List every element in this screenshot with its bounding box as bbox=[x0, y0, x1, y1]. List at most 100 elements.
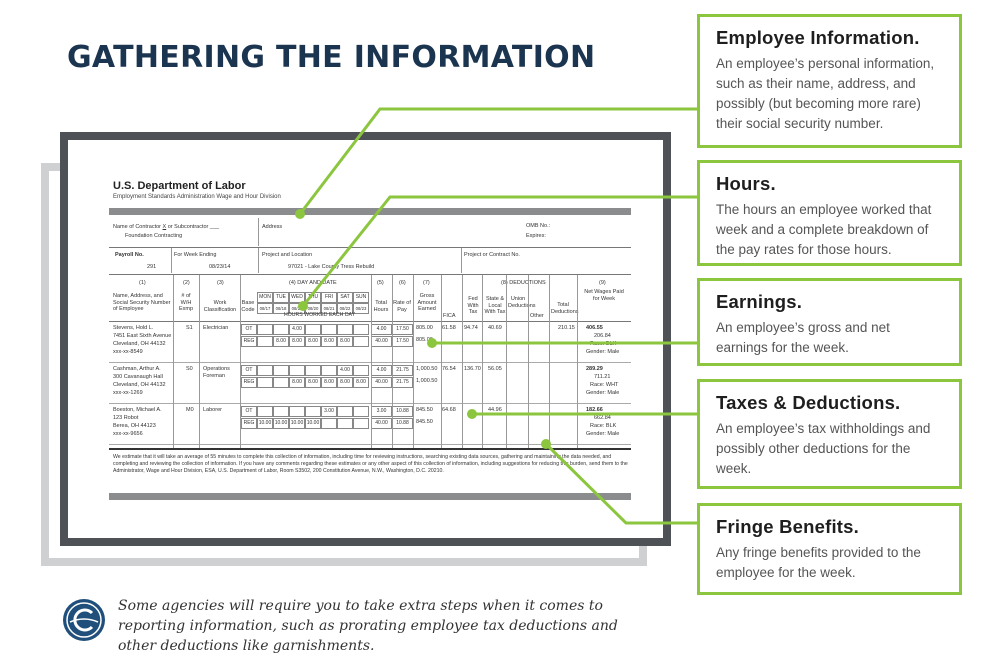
page-title: GATHERING THE INFORMATION bbox=[67, 40, 596, 75]
project-name: 97021 - Lake County Tress Rebuild bbox=[288, 264, 375, 270]
marker-hours bbox=[298, 301, 308, 311]
day-cell: SAT bbox=[337, 292, 353, 303]
employee-gender: Gender: Male bbox=[586, 390, 620, 396]
form-subtitle: Employment Standards Administration Wage… bbox=[113, 194, 281, 200]
day-cell: MON bbox=[257, 292, 273, 303]
reg-hours-cell: 10.00 bbox=[273, 418, 289, 429]
row-divider bbox=[109, 444, 631, 445]
day-cell: TUE bbox=[273, 292, 289, 303]
date-cell: 08/18 bbox=[273, 303, 289, 314]
gross-earned: 805.00 bbox=[416, 325, 433, 331]
ot-hours-cell bbox=[289, 365, 305, 376]
reg-code: REG bbox=[241, 377, 257, 388]
ot-hours-cell: 3.00 bbox=[321, 406, 337, 417]
net-wages: 289.29 bbox=[586, 366, 603, 372]
callout-hours: Hours. The hours an employee worked that… bbox=[697, 160, 962, 266]
callout-text: Any fringe benefits provided to the empl… bbox=[716, 545, 921, 580]
leader-fringe bbox=[544, 442, 697, 525]
reg-hours-cell bbox=[257, 336, 273, 347]
column-divider bbox=[462, 275, 463, 448]
form-title: U.S. Department of Labor bbox=[113, 180, 246, 192]
column-divider bbox=[199, 275, 200, 448]
reg-hours-cell: 8.00 bbox=[337, 336, 353, 347]
callout-taxes-deductions: Taxes & Deductions. An employee’s tax wi… bbox=[697, 379, 962, 489]
ot-hours-cell bbox=[353, 406, 369, 417]
reg-hours-cell: 8.00 bbox=[353, 377, 369, 388]
ot-hours-cell bbox=[353, 324, 369, 335]
column-divider bbox=[371, 275, 372, 448]
reg-hours-cell: 10.00 bbox=[257, 418, 273, 429]
employee-address: 123 Robot bbox=[113, 415, 139, 421]
callout-title: Taxes & Deductions. bbox=[716, 392, 901, 413]
employee-classification: Operations Foreman bbox=[203, 366, 230, 379]
reg-hours-cell: 8.00 bbox=[305, 336, 321, 347]
ot-hours-cell bbox=[337, 324, 353, 335]
state-tax: 56.05 bbox=[488, 366, 502, 372]
row-divider bbox=[109, 403, 631, 404]
employee-address: 7451 East Sixth Avenue bbox=[113, 333, 172, 339]
row-divider bbox=[109, 362, 631, 363]
day-cell: WED bbox=[289, 292, 305, 303]
ot-code: OT bbox=[241, 324, 257, 335]
burden-statement: We estimate that it will take an average… bbox=[113, 454, 628, 474]
employee-race: Race: BLK bbox=[590, 423, 617, 429]
gross-earned-reg: 845.50 bbox=[416, 419, 433, 425]
ot-hours-cell bbox=[273, 406, 289, 417]
employee-ssn: xxx-xx-9656 bbox=[113, 431, 143, 437]
total-deductions: 210.15 bbox=[558, 325, 575, 331]
reg-hours-cell bbox=[353, 418, 369, 429]
callout-title: Fringe Benefits. bbox=[716, 516, 859, 537]
employee-name: Cashman, Arthur A. bbox=[113, 366, 161, 372]
reg-hours-cell bbox=[353, 336, 369, 347]
reg-hours-cell bbox=[273, 377, 289, 388]
ot-hours-cell bbox=[257, 324, 273, 335]
date-cell: 08/22 bbox=[337, 303, 353, 314]
ot-hours-cell bbox=[321, 365, 337, 376]
ot-hours-cell bbox=[337, 406, 353, 417]
column-divider bbox=[441, 275, 442, 448]
column-divider bbox=[392, 275, 393, 448]
callout-text: An employee’s gross and net earnings for… bbox=[716, 320, 890, 355]
column-divider bbox=[528, 275, 529, 448]
employee-name: Stevens, Hold L. bbox=[113, 325, 154, 331]
ot-hours-cell bbox=[257, 365, 273, 376]
employee-gender: Gender: Male bbox=[586, 349, 620, 355]
reg-hours-cell bbox=[257, 377, 273, 388]
callout-title: Earnings. bbox=[716, 291, 803, 312]
ot-hours-cell bbox=[273, 365, 289, 376]
callout-text: The hours an employee worked that week a… bbox=[716, 202, 932, 257]
date-cell: 08/23 bbox=[353, 303, 369, 314]
form-divider-bottom bbox=[109, 493, 631, 500]
ot-hours-cell bbox=[305, 406, 321, 417]
fica: 61.58 bbox=[442, 325, 456, 331]
payroll-number: 291 bbox=[147, 264, 157, 270]
employee-classification: Laborer bbox=[203, 407, 222, 413]
callout-fringe-benefits: Fringe Benefits. Any fringe benefits pro… bbox=[697, 503, 962, 595]
date-cell: 08/17 bbox=[257, 303, 273, 314]
reg-hours-cell: 8.00 bbox=[337, 377, 353, 388]
fica: 64.68 bbox=[442, 407, 456, 413]
reg-hours-cell: 8.00 bbox=[289, 377, 305, 388]
reg-hours-cell: 8.00 bbox=[289, 336, 305, 347]
column-divider bbox=[506, 275, 507, 448]
employee-city: Cleveland, OH 44132 bbox=[113, 341, 166, 347]
column-divider bbox=[413, 275, 414, 448]
marker-employee-info bbox=[295, 209, 305, 219]
employee-ssn: xxx-xx-1269 bbox=[113, 390, 143, 396]
week-ending: 08/23/14 bbox=[209, 264, 231, 270]
employee-exemptions: S0 bbox=[186, 366, 193, 372]
ot-hours-cell bbox=[321, 324, 337, 335]
address-label: Address bbox=[262, 224, 283, 230]
column-divider bbox=[482, 275, 483, 448]
ot-hours-cell bbox=[305, 324, 321, 335]
reg-hours-cell: 8.00 bbox=[305, 377, 321, 388]
callout-employee-information: Employee Information. An employee’s pers… bbox=[697, 14, 962, 148]
fed-tax: 94.74 bbox=[464, 325, 478, 331]
marker-taxes bbox=[467, 409, 477, 419]
net-wages: 182.66 bbox=[586, 407, 603, 413]
reg-code: REG bbox=[241, 336, 257, 347]
employee-gender: Gender: Male bbox=[586, 431, 620, 437]
reg-hours-cell bbox=[337, 418, 353, 429]
ot-hours-cell bbox=[305, 365, 321, 376]
leader-employee-info bbox=[298, 107, 697, 215]
